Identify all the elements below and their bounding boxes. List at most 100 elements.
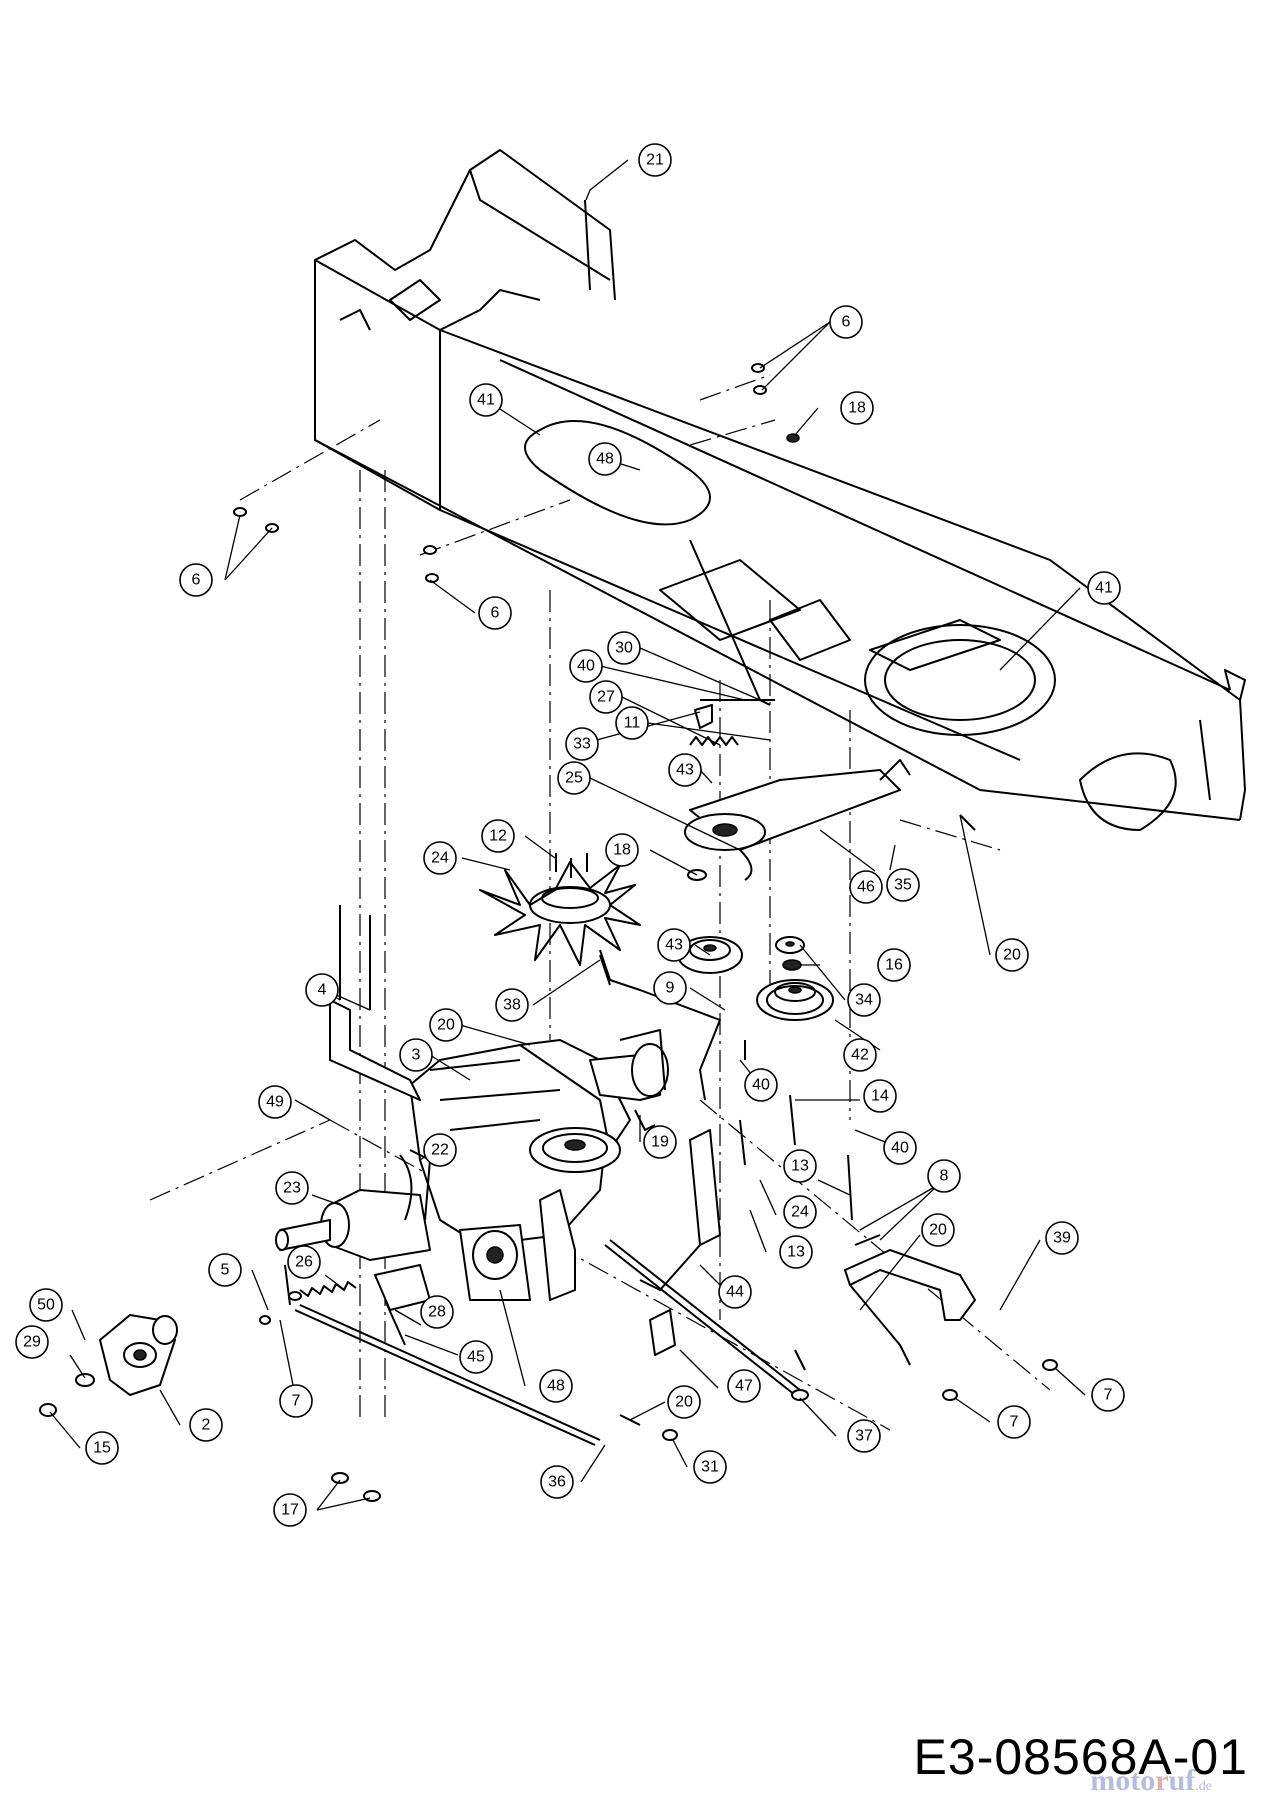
svg-text:44: 44 <box>726 1284 744 1301</box>
callout-45: 45 <box>459 1340 493 1374</box>
svg-text:3: 3 <box>412 1047 421 1064</box>
svg-text:6: 6 <box>192 572 201 589</box>
callout-20-bracket: 20 <box>921 1213 955 1247</box>
svg-text:33: 33 <box>573 736 591 753</box>
callout-12: 12 <box>481 819 515 853</box>
callout-48-top: 48 <box>588 442 622 476</box>
svg-text:50: 50 <box>37 1297 55 1314</box>
callout-24-fan: 24 <box>423 841 457 875</box>
svg-text:31: 31 <box>701 1459 719 1476</box>
svg-text:21: 21 <box>646 152 664 169</box>
callout-11: 11 <box>615 706 649 740</box>
callout-40-top: 40 <box>569 649 603 683</box>
callout-26: 26 <box>287 1245 321 1279</box>
svg-text:47: 47 <box>735 1378 753 1395</box>
svg-text:17: 17 <box>281 1502 299 1519</box>
svg-text:29: 29 <box>23 1334 41 1351</box>
svg-text:2: 2 <box>202 1417 211 1434</box>
svg-text:20: 20 <box>437 1017 455 1034</box>
svg-text:43: 43 <box>676 762 694 779</box>
svg-text:46: 46 <box>857 879 875 896</box>
svg-text:40: 40 <box>891 1140 909 1157</box>
svg-text:4: 4 <box>318 982 327 999</box>
svg-text:49: 49 <box>266 1094 284 1111</box>
svg-text:20: 20 <box>1003 947 1021 964</box>
callout-37: 37 <box>847 1419 881 1453</box>
svg-text:9: 9 <box>666 980 675 997</box>
linkage-rods <box>294 814 976 1446</box>
callout-41-right: 41 <box>1087 571 1121 605</box>
callout-8: 8 <box>927 1159 961 1193</box>
callout-25: 25 <box>557 761 591 795</box>
callout-21: 21 <box>638 143 672 177</box>
svg-text:11: 11 <box>624 715 641 732</box>
svg-text:20: 20 <box>675 1394 693 1411</box>
callout-7-mid: 7 <box>997 1405 1031 1439</box>
svg-text:15: 15 <box>93 1440 111 1457</box>
callout-48-low: 48 <box>539 1369 573 1403</box>
drawing-code: E3-08568A-01 <box>913 1729 1248 1785</box>
svg-text:38: 38 <box>503 997 521 1014</box>
callout-19: 19 <box>643 1125 677 1159</box>
svg-text:34: 34 <box>855 992 873 1009</box>
svg-text:37: 37 <box>855 1428 873 1445</box>
cooling-fan <box>479 853 641 966</box>
svg-text:36: 36 <box>548 1474 566 1491</box>
svg-text:7: 7 <box>292 1393 301 1410</box>
callout-36: 36 <box>540 1465 574 1499</box>
svg-text:42: 42 <box>851 1047 869 1064</box>
svg-text:48: 48 <box>547 1378 565 1395</box>
hub-and-hardware <box>39 199 1058 1502</box>
callout-20-right: 20 <box>995 938 1029 972</box>
callout-33: 33 <box>565 727 599 761</box>
callout-34: 34 <box>847 983 881 1017</box>
svg-text:18: 18 <box>613 842 631 859</box>
callout-46: 46 <box>849 870 883 904</box>
callout-29: 29 <box>15 1325 49 1359</box>
svg-text:28: 28 <box>428 1304 446 1321</box>
svg-text:26: 26 <box>295 1254 313 1271</box>
svg-text:39: 39 <box>1053 1230 1071 1247</box>
svg-text:40: 40 <box>577 658 595 675</box>
svg-text:12: 12 <box>489 828 507 845</box>
callout-39: 39 <box>1045 1221 1079 1255</box>
callout-20-lower: 20 <box>667 1385 701 1419</box>
svg-text:30: 30 <box>615 640 633 657</box>
svg-text:41: 41 <box>477 392 495 409</box>
callout-41-top: 41 <box>469 383 503 417</box>
callout-6-mid: 6 <box>478 596 512 630</box>
svg-text:40: 40 <box>752 1077 770 1094</box>
callout-5: 5 <box>208 1253 242 1287</box>
svg-text:7: 7 <box>1010 1414 1019 1431</box>
svg-text:16: 16 <box>885 957 903 974</box>
svg-text:13: 13 <box>791 1158 809 1175</box>
callout-20-transaxle: 20 <box>429 1008 463 1042</box>
callout-15: 15 <box>85 1431 119 1465</box>
frame-assembly <box>314 149 1246 831</box>
callout-49: 49 <box>258 1085 292 1119</box>
svg-text:43: 43 <box>665 937 683 954</box>
callout-47: 47 <box>727 1369 761 1403</box>
callout-3: 3 <box>399 1038 433 1072</box>
callout-16: 16 <box>877 948 911 982</box>
callout-30: 30 <box>607 631 641 665</box>
svg-text:27: 27 <box>597 689 615 706</box>
svg-text:20: 20 <box>929 1222 947 1239</box>
svg-text:24: 24 <box>431 850 449 867</box>
callout-6-left: 6 <box>179 563 213 597</box>
callout-27: 27 <box>589 680 623 714</box>
svg-text:24: 24 <box>791 1204 809 1221</box>
callout-18-mid: 18 <box>605 833 639 867</box>
svg-text:25: 25 <box>565 770 583 787</box>
callout-6-top: 6 <box>829 305 863 339</box>
callout-43-top: 43 <box>668 753 702 787</box>
callout-9: 9 <box>653 971 687 1005</box>
svg-text:7: 7 <box>1104 1387 1113 1404</box>
svg-text:41: 41 <box>1095 580 1113 597</box>
callout-2: 2 <box>189 1408 223 1442</box>
svg-text:13: 13 <box>787 1244 805 1261</box>
svg-text:14: 14 <box>871 1088 889 1105</box>
callout-4: 4 <box>305 973 339 1007</box>
transaxle-assembly <box>275 905 669 1346</box>
